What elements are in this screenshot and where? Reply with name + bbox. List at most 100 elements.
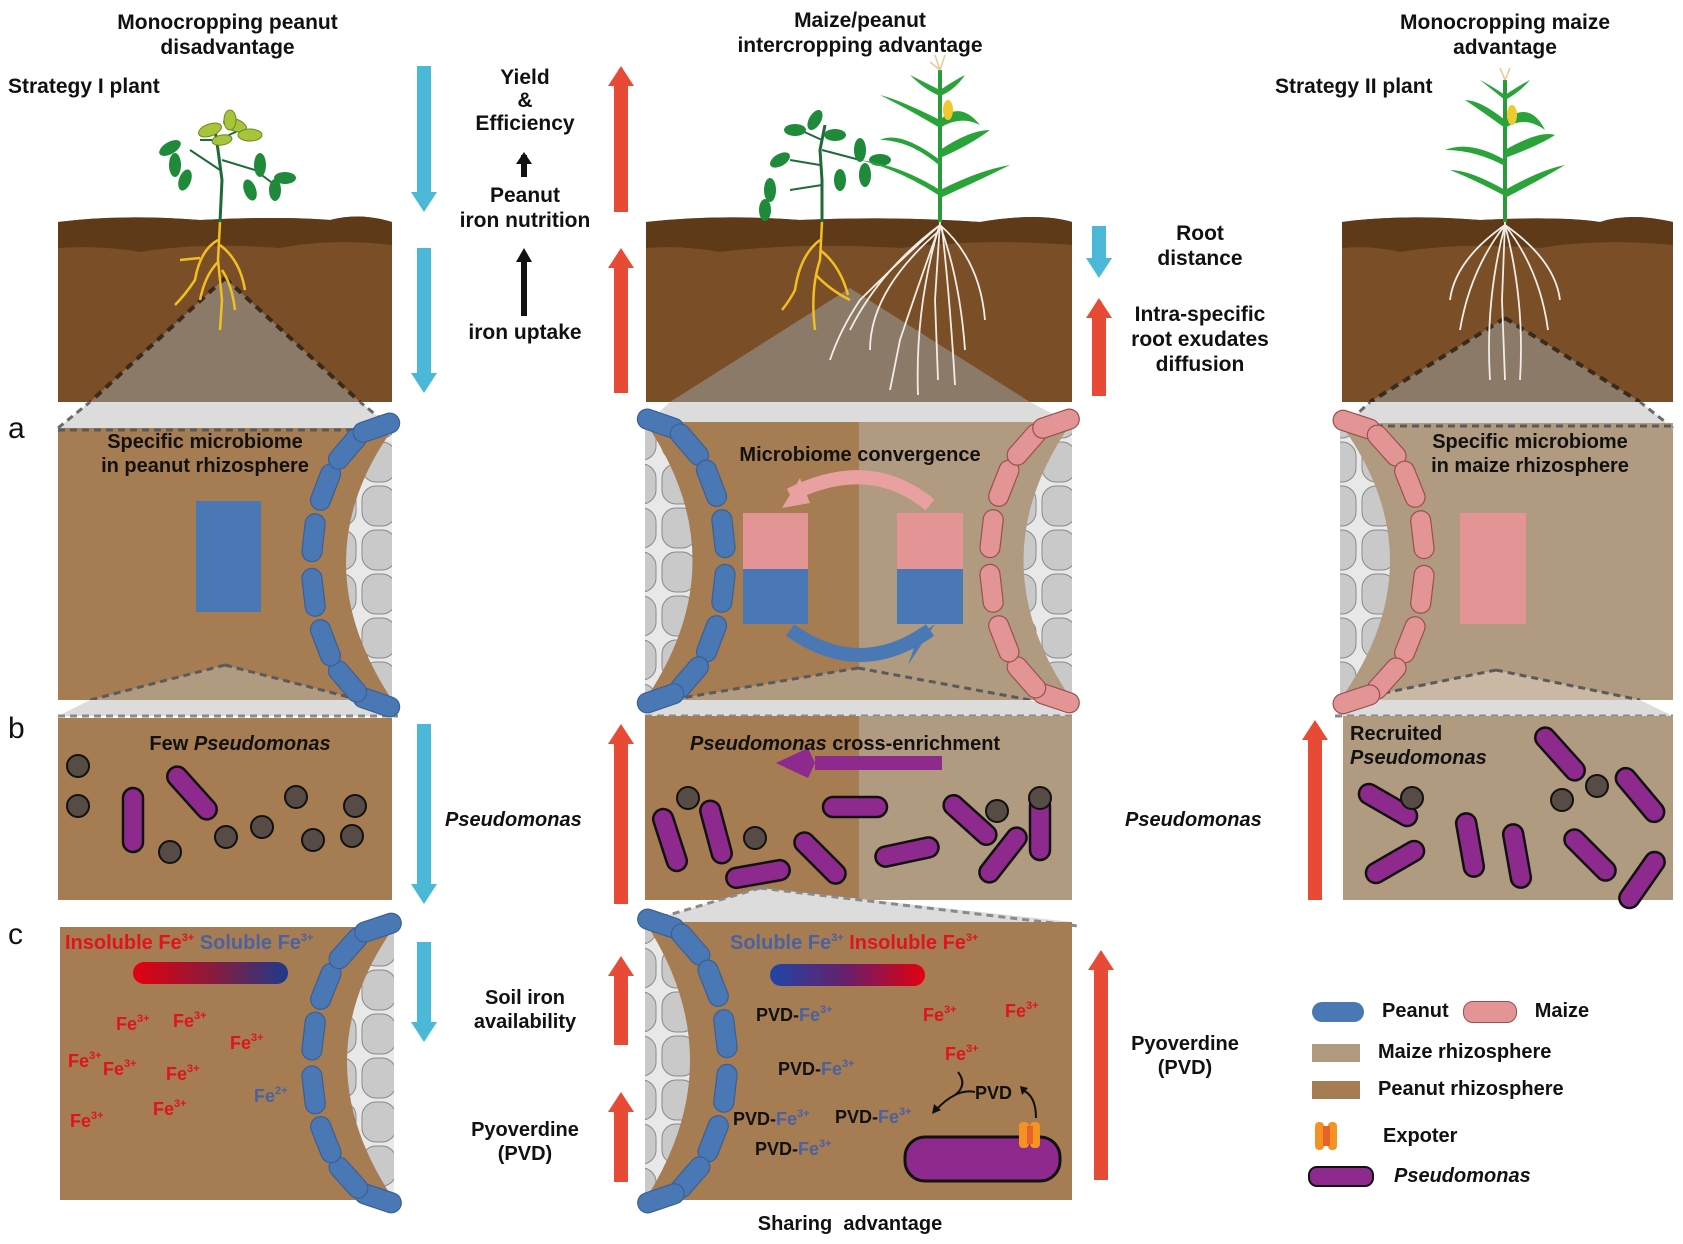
uptake-up-arrow-icon: [521, 256, 527, 316]
fe-ion-label: Fe3+: [70, 1110, 104, 1131]
panel-c-middle-solubility-header: Soluble Fe3+ Insoluble Fe3+: [730, 932, 979, 954]
panel-a-middle-title: Microbiome convergence: [739, 444, 981, 466]
exporter-icon: [1315, 1122, 1339, 1150]
maize-plant-middle: [860, 54, 1010, 222]
fe-ion-label: Fe3+: [945, 1043, 979, 1064]
increase-arrow-icon: [1302, 720, 1328, 900]
maize-plant-right: [1445, 67, 1565, 222]
pseudomonas-rod: [942, 794, 998, 846]
pseudomonas-side-label-left: Pseudomonas: [445, 809, 582, 831]
middle-column-title: Maize/peanut intercropping advantage: [737, 9, 983, 58]
root-epidermis-cell: [637, 1183, 685, 1214]
zoom-connector-top: [57, 400, 1674, 430]
iron-uptake-label: iron uptake: [468, 321, 582, 344]
peanut-iron-nutrition-label: Peanut iron nutrition: [459, 184, 591, 233]
fe-ion-label: Fe3+: [153, 1098, 187, 1119]
microbe-cell: [214, 825, 238, 849]
iron-solubility-gradient-middle: [770, 964, 925, 986]
microbe-cell: [250, 815, 274, 839]
root-epidermis-cell: [713, 1063, 738, 1113]
panel-c-left-solubility-header: Insoluble Fe3+ Soluble Fe3+: [65, 932, 314, 954]
zoom-connector-mid: [58, 700, 1673, 718]
legend-maize-swatch: [1462, 1000, 1517, 1023]
pseudomonas-cell-large: [903, 1135, 1062, 1183]
decrease-arrow-icon: [411, 248, 437, 393]
pseudomonas-rod: [1563, 828, 1617, 882]
arrow-layer: [411, 66, 1328, 1182]
increase-arrow-icon: [608, 1092, 634, 1182]
root-epidermis-cell: [1332, 684, 1381, 715]
microbe-cell: [66, 794, 90, 818]
fe-ion-label: PVD-Fe3+: [733, 1108, 810, 1129]
pseudomonas-rod: [121, 786, 145, 854]
increase-arrow-icon: [608, 956, 634, 1045]
microbe-cell: [676, 786, 700, 810]
pseudomonas-side-label-right: Pseudomonas: [1125, 809, 1262, 831]
root-epidermis-cell: [301, 567, 326, 617]
panel-letter-b: b: [8, 712, 25, 745]
root-epidermis-cell: [711, 563, 736, 613]
pseudomonas-rod: [874, 836, 940, 868]
fe-ion-label: Fe3+: [1005, 1000, 1039, 1021]
legend-peanut-label: Peanut: [1382, 1000, 1449, 1022]
pseudomonas-rod: [699, 799, 733, 865]
small-up-arrow-icon: [521, 155, 527, 177]
legend-maize-label: Maize: [1534, 1000, 1590, 1022]
root-epidermis-cell: [711, 509, 736, 559]
right-column-title: Monocropping maize advantage: [1400, 11, 1610, 60]
root-epidermis-cell: [979, 509, 1004, 559]
legend-pseudomonas-swatch: [1308, 1166, 1374, 1187]
pseudomonas-rod: [651, 807, 689, 873]
root-epidermis-cell: [310, 1116, 342, 1164]
increase-arrow-icon: [608, 724, 634, 904]
panel-b-left: [58, 718, 392, 900]
root-epidermis-cell: [1394, 460, 1426, 508]
root-epidermis-cell: [301, 513, 326, 563]
fe-ion-label: PVD-Fe3+: [835, 1106, 912, 1127]
microbe-cell: [301, 828, 325, 852]
root-cell-border-layer: [301, 408, 1435, 1214]
maize-microbiome-bar: [1460, 513, 1526, 624]
panel-b-middle-title: Pseudomonas cross-enrichment: [690, 733, 1001, 755]
microbe-cell: [1400, 786, 1424, 810]
pseudomonas-rod: [1614, 766, 1666, 824]
legend-peanut-maize: Peanut Maize: [1312, 1000, 1589, 1023]
increase-arrow-icon: [1088, 950, 1114, 1180]
fe-ion-label: PVD-Fe3+: [778, 1058, 855, 1079]
microbe-cell: [340, 824, 364, 848]
soil-block-right: [1342, 217, 1673, 404]
fe-ion-label: PVD-Fe3+: [756, 1004, 833, 1025]
pyoverdine-label-left: Pyoverdine (PVD): [471, 1119, 579, 1165]
small-up-arrow-head-icon: [516, 152, 532, 164]
fe-ion-label: Fe2+: [254, 1085, 288, 1106]
root-distance-label: Root distance: [1157, 222, 1243, 271]
panel-a-middle: [645, 422, 1072, 702]
fe-ion-label: Fe3+: [230, 1032, 264, 1053]
root-epidermis-cell: [1032, 408, 1080, 439]
root-epidermis-cell: [713, 1009, 738, 1059]
root-epidermis-cell: [309, 619, 342, 667]
microbe-cell: [343, 794, 367, 818]
legend-peanut-rhizosphere: Peanut rhizosphere: [1312, 1078, 1564, 1101]
fe-ion-label: Fe3+: [166, 1063, 200, 1084]
root-epidermis-cell: [695, 459, 728, 507]
fe-ion-label: Fe3+: [173, 1010, 207, 1031]
increase-arrow-icon: [608, 66, 634, 212]
legend-maize-rhizosphere-swatch: [1312, 1043, 1360, 1062]
legend-maize-rhizosphere: Maize rhizosphere: [1312, 1041, 1551, 1064]
microbe-cell: [1550, 788, 1574, 812]
fe-ion-label: Fe3+: [923, 1004, 957, 1025]
peanut-plant-middle: [759, 110, 891, 222]
root-epidermis-cell: [979, 563, 1004, 613]
panel-b-right-title: Recruited Pseudomonas: [1350, 723, 1487, 769]
fe-ion-label: Fe3+: [116, 1013, 150, 1034]
root-epidermis-cell: [352, 412, 401, 443]
panel-a-right-title: Specific microbiome in maize rhizosphere: [1431, 431, 1629, 477]
fe-ion-label: Fe3+: [68, 1050, 102, 1071]
pseudomonas-rod: [793, 831, 847, 885]
right-plant-type: Strategy II plant: [1275, 75, 1433, 98]
microbe-cell: [1028, 786, 1052, 810]
legend-pseudomonas: Pseudomonas: [1308, 1165, 1531, 1188]
root-epidermis-cell: [988, 615, 1020, 663]
